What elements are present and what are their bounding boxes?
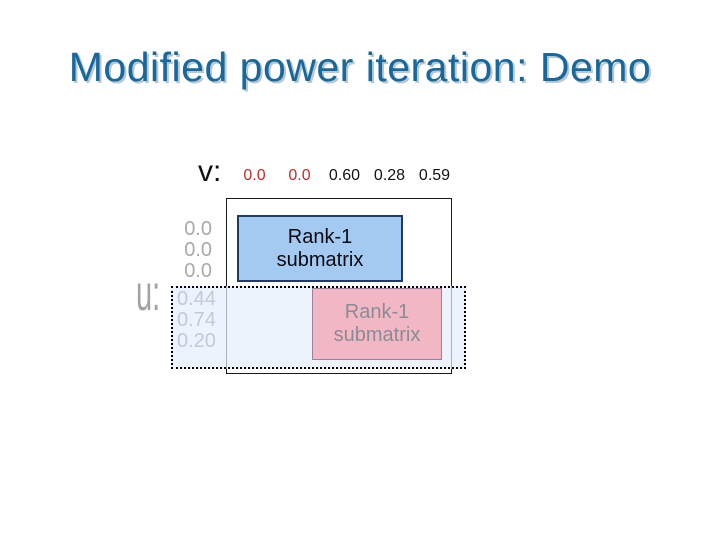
u-value: 0.0	[184, 239, 212, 261]
slide-title: Modified power iteration: Demo	[68, 44, 652, 90]
v-value: 0.60	[328, 167, 361, 184]
v-value: 0.0	[243, 167, 266, 184]
block-label-line: Rank-1	[287, 225, 353, 248]
v-value: 0.28	[373, 167, 406, 184]
u-vector-label: u:	[136, 265, 161, 321]
rank1-submatrix-bottom-block: Rank-1 submatrix	[312, 288, 442, 360]
block-label-line: submatrix	[276, 248, 364, 271]
u-value: 0.0	[184, 218, 212, 240]
rank1-submatrix-top-block: Rank-1 submatrix	[237, 215, 403, 282]
u-value: 0.0	[184, 260, 212, 282]
u-vector-zero-values: 0.0 0.0 0.0	[172, 219, 212, 282]
u-value: 0.44	[177, 288, 216, 310]
v-vector-values: 0.0 0.0 0.60 0.28 0.59	[232, 167, 457, 185]
u-value: 0.20	[177, 330, 216, 352]
u-vector-active-values: 0.44 0.74 0.20	[177, 289, 222, 352]
u-value: 0.74	[177, 309, 216, 331]
block-label-line: Rank-1	[344, 301, 410, 323]
v-vector-label: v:	[198, 155, 222, 188]
v-value: 0.0	[288, 167, 311, 184]
block-label-line: submatrix	[333, 324, 421, 346]
v-value: 0.59	[418, 167, 451, 184]
